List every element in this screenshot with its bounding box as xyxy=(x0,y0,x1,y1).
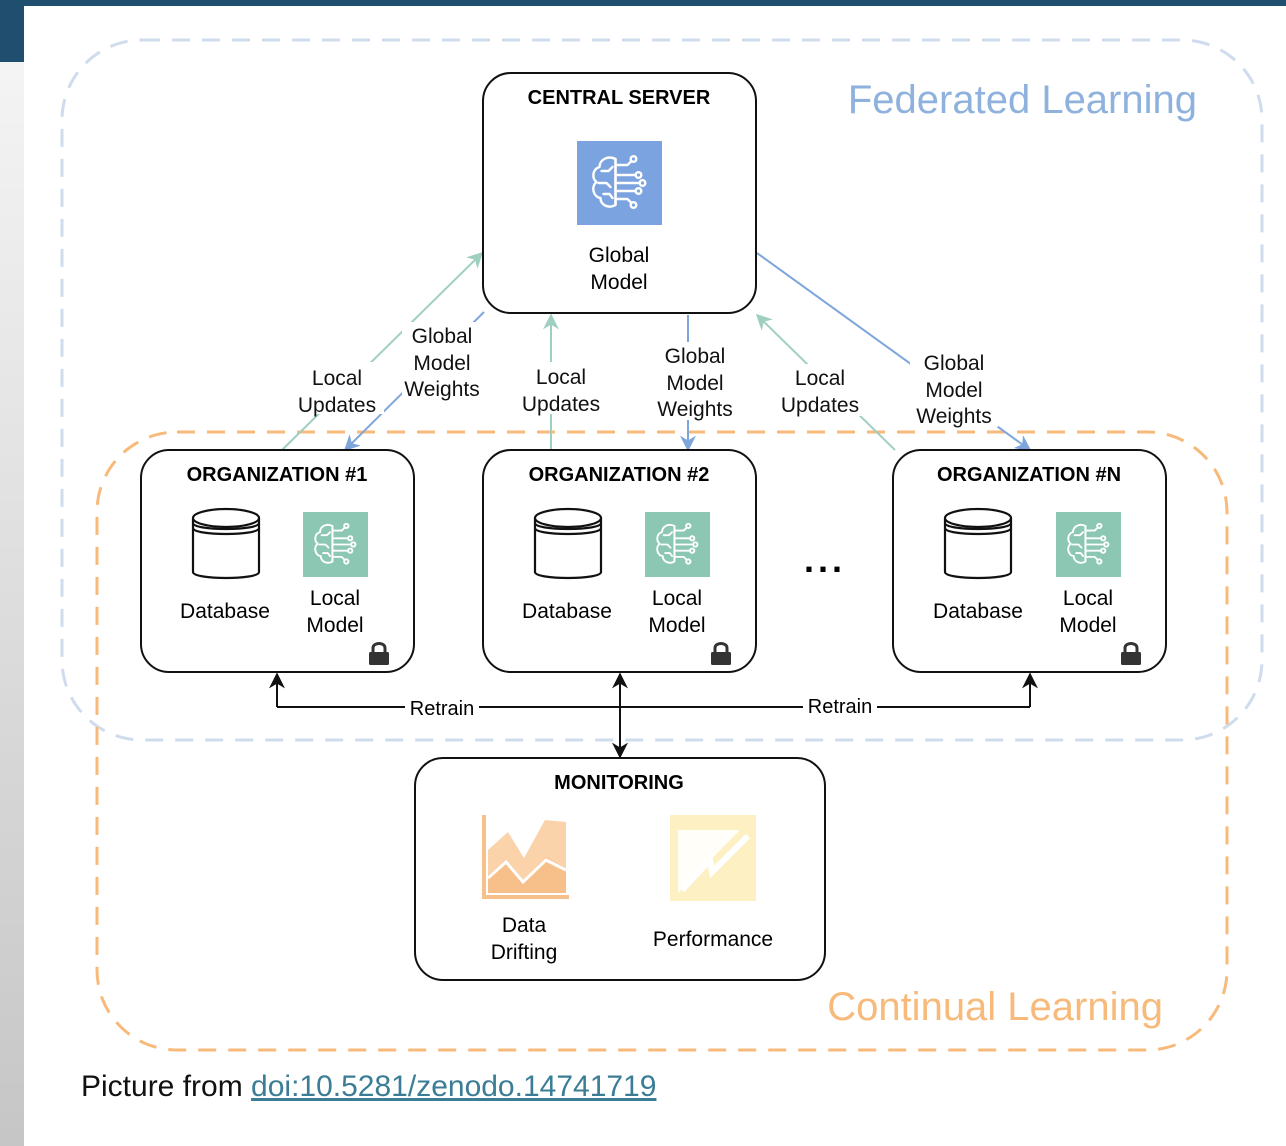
monitoring-box: MONITORING Data Drifting Performance xyxy=(414,757,826,981)
retrain-label-1: Retrain xyxy=(410,698,474,720)
global-weights-label-nb: Model xyxy=(925,379,982,402)
organization-n-box: ORGANIZATION #N Database Local Model xyxy=(892,449,1167,673)
federated-region: Federated Learning xyxy=(60,38,1264,742)
local-updates-label-1a: Local xyxy=(312,367,362,390)
caption: Picture from doi:10.5281/zenodo.14741719 xyxy=(81,1070,656,1104)
organization-n-model-label-1: Local xyxy=(1063,587,1113,610)
federated-title: Federated Learning xyxy=(848,78,1197,122)
global-weights-label-2c: Weights xyxy=(657,398,732,421)
organization-1-db-label: Database xyxy=(180,600,270,623)
organization-1-model-label-1: Local xyxy=(310,587,360,610)
organization-1-title: ORGANIZATION #1 xyxy=(187,464,368,486)
local-updates-arrow-1 xyxy=(281,251,484,451)
organization-2-model-label-2: Model xyxy=(648,614,705,637)
local-updates-label-2a: Local xyxy=(536,366,586,389)
global-weights-label-1b: Model xyxy=(413,352,470,375)
global-model-label-2: Model xyxy=(590,271,647,294)
global-weights-label-2a: Global xyxy=(665,345,726,368)
global-weights-label-1c: Weights xyxy=(404,378,479,401)
central-server-title: CENTRAL SERVER xyxy=(528,87,711,109)
database-icon xyxy=(533,507,603,580)
local-updates-label-na: Local xyxy=(795,367,845,390)
retrain-connectors: Retrain Retrain xyxy=(269,672,1038,759)
global-weights-label-na: Global xyxy=(924,352,985,375)
central-server-box: CENTRAL SERVER Global Model xyxy=(482,72,757,314)
area-chart-icon xyxy=(482,815,569,899)
sidebar-strip xyxy=(0,62,24,1146)
organizations-ellipsis: ... xyxy=(804,539,846,580)
organization-n-model-label-2: Model xyxy=(1059,614,1116,637)
database-icon xyxy=(191,507,261,580)
monitoring-title: MONITORING xyxy=(554,772,684,794)
data-drifting-label-1: Data xyxy=(502,914,547,937)
organization-n-title: ORGANIZATION #N xyxy=(937,464,1121,486)
performance-chart-icon xyxy=(670,815,756,901)
data-drifting-label-2: Drifting xyxy=(491,941,558,964)
local-updates-label-2b: Updates xyxy=(522,393,600,416)
doi-link[interactable]: doi:10.5281/zenodo.14741719 xyxy=(251,1070,657,1103)
global-weights-label-nc: Weights xyxy=(916,405,991,428)
local-updates-label-nb: Updates xyxy=(781,394,859,417)
organization-n-db-label: Database xyxy=(933,600,1023,623)
organization-2-db-label: Database xyxy=(522,600,612,623)
organization-2-title: ORGANIZATION #2 xyxy=(529,464,710,486)
retrain-label-n: Retrain xyxy=(808,696,872,718)
header-bar xyxy=(0,0,1286,6)
global-model-label-1: Global xyxy=(589,244,650,267)
local-updates-label-1b: Updates xyxy=(298,394,376,417)
organization-2-box: ORGANIZATION #2 Database Local Model xyxy=(482,449,757,673)
global-weights-label-1a: Global xyxy=(412,325,473,348)
continual-title: Continual Learning xyxy=(827,985,1163,1029)
database-icon xyxy=(943,507,1013,580)
continual-region: Continual Learning xyxy=(95,430,1229,1052)
caption-prefix: Picture from xyxy=(81,1070,252,1103)
performance-label: Performance xyxy=(653,928,773,951)
sidebar-accent xyxy=(0,0,24,62)
global-weights-label-2b: Model xyxy=(666,372,723,395)
organization-1-box: ORGANIZATION #1 Database Local Model xyxy=(140,449,415,673)
organization-2-model-label-1: Local xyxy=(652,587,702,610)
organization-1-model-label-2: Model xyxy=(306,614,363,637)
